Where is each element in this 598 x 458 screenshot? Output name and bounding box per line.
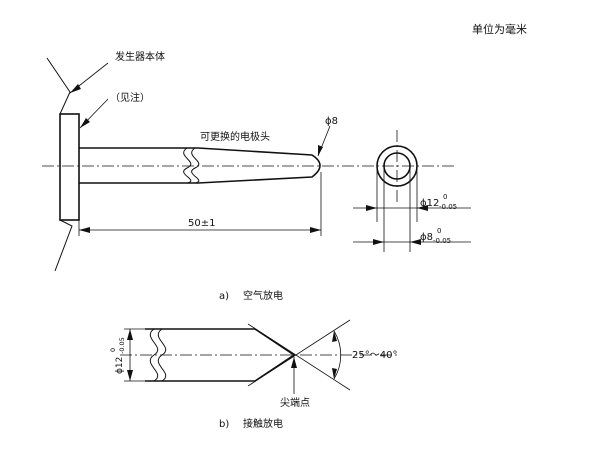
figure-a-air-discharge: 发生器本体 （见注） 可更换的电极头 ϕ8 50±1 ϕ12 0 -0.05 ϕ…: [42, 50, 471, 302]
caption-a-text: 空气放电: [243, 289, 283, 302]
figure-b-contact-discharge: 25°～40° 尖端点 ϕ12 0 -0.05 b) 接触放电: [109, 319, 400, 430]
dim-dia12-b: ϕ12: [115, 357, 125, 374]
electrode-break-mark-2: [191, 147, 200, 184]
generator-break-line-bottom: [54, 219, 73, 272]
arrowhead: [80, 118, 90, 128]
electrode-break-mark: [183, 147, 192, 184]
arrowhead: [417, 205, 428, 211]
arrowhead: [127, 329, 133, 340]
electrode-body: [79, 147, 321, 184]
dim-dia12-a: ϕ12: [420, 198, 439, 209]
label-replaceable-tip: 可更换的电极头: [200, 130, 270, 143]
units-note: 单位为毫米: [472, 22, 527, 36]
dim-tip-diameter: ϕ8: [325, 116, 338, 127]
caption-b-letter: b): [219, 419, 229, 430]
caption-a-letter: a): [219, 291, 229, 302]
arrowhead: [366, 205, 377, 211]
dim-dia12-b-tol-lower: -0.05: [118, 337, 126, 354]
caption-b-text: 接触放电: [243, 417, 283, 430]
arrowhead: [410, 239, 421, 245]
arrowhead: [332, 368, 337, 379]
dim-dia8-a-tol-lower: -0.05: [433, 237, 451, 245]
arrowhead: [332, 331, 337, 342]
dim-dia12-b-tol-upper: 0: [109, 348, 117, 352]
contact-break-mark: [149, 328, 159, 382]
angle-line-lower: [247, 323, 351, 391]
arrowhead: [373, 239, 384, 245]
angle-line-upper: [247, 319, 351, 387]
generator-break-line: [46, 57, 71, 115]
arrowhead: [79, 227, 90, 233]
label-tip-point: 尖端点: [280, 396, 310, 409]
dim-dia8-a-tol-upper: 0: [437, 227, 441, 235]
dim-dia8-a: ϕ8: [420, 232, 433, 243]
generator-body-plate: [59, 113, 80, 221]
angle-value: 25°～40°: [352, 350, 397, 361]
arrowhead: [310, 227, 321, 233]
arrowhead: [127, 370, 133, 381]
dim-length-value: 50±1: [188, 218, 215, 229]
dim-dia12-a-tol-upper: 0: [443, 193, 447, 201]
label-note: （见注）: [110, 91, 150, 104]
arrowhead: [291, 357, 297, 368]
arrowhead: [318, 145, 323, 156]
angle-arc: [333, 330, 342, 380]
label-generator-body: 发生器本体: [115, 50, 165, 63]
arrowhead: [70, 84, 81, 93]
dim-dia12-a-tol-lower: -0.05: [439, 203, 457, 211]
contact-electrode-body: [145, 328, 296, 382]
